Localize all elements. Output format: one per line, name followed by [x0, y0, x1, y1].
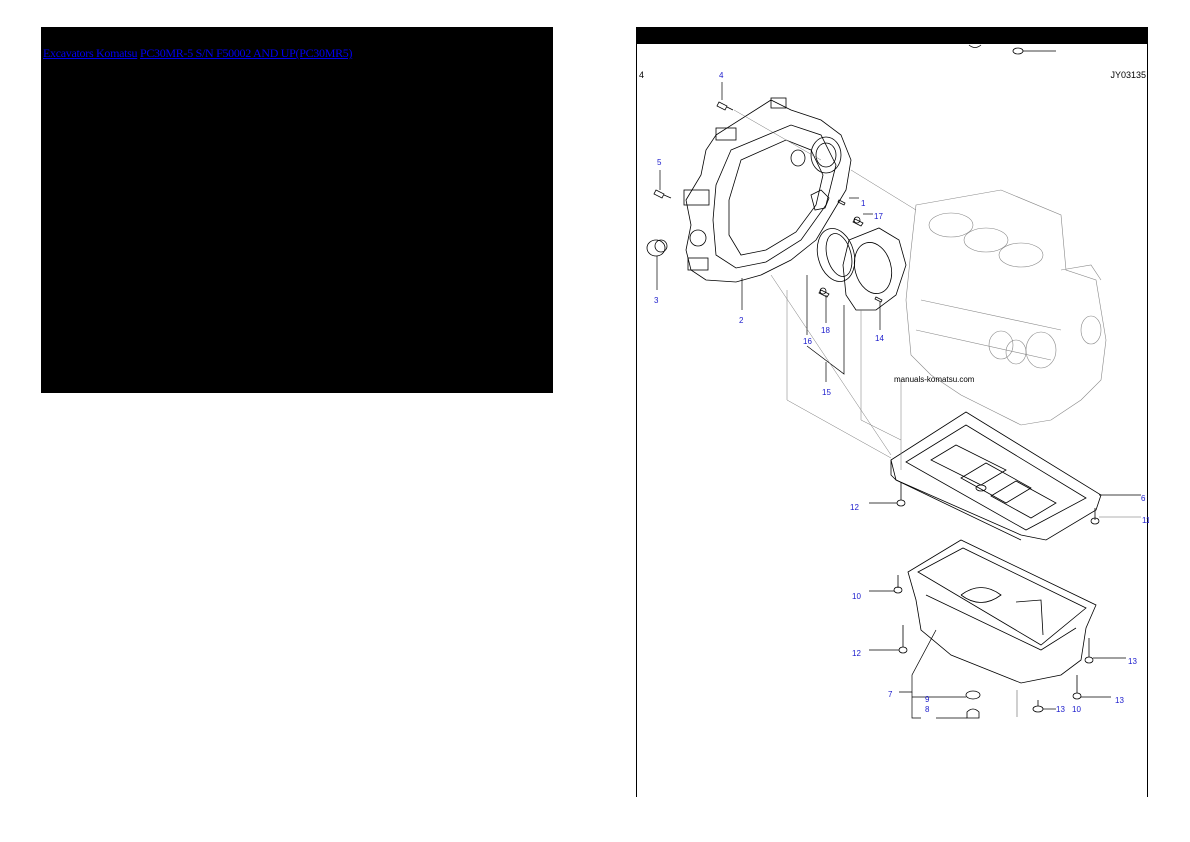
exploded-parts-diagram: 4 5 3 2 1 17 18 16 14 15 6 11 12 10 12 1… [646, 44, 1149, 719]
watermark: manuals-komatsu.com [894, 375, 975, 384]
callout-10[interactable]: 10 [1072, 705, 1081, 714]
flywheel-housing-drawing [683, 97, 852, 283]
oil-pan-lower-drawing [907, 539, 1097, 684]
callout-4[interactable]: 4 [719, 71, 724, 80]
breadcrumb-link-model[interactable]: PC30MR-5 S/N F50002 AND UP(PC30MR5) [139, 46, 353, 60]
callout-13[interactable]: 13 [1056, 705, 1065, 714]
callout-18[interactable]: 18 [821, 326, 830, 335]
callout-13[interactable]: 13 [1128, 657, 1137, 666]
callout-1[interactable]: 1 [861, 199, 866, 208]
callout-12[interactable]: 12 [852, 649, 861, 658]
callout-13[interactable]: 13 [1115, 696, 1124, 705]
callout-6[interactable]: 6 [1141, 494, 1146, 503]
breadcrumb-link-category[interactable]: Excavators Komatsu [43, 46, 138, 60]
callout-16[interactable]: 16 [803, 337, 812, 346]
callout-15[interactable]: 15 [822, 388, 831, 397]
oil-pan-upper-drawing [890, 411, 1102, 541]
cylinder-block-drawing [905, 189, 1107, 426]
callout-9[interactable]: 9 [925, 695, 930, 704]
callout-17[interactable]: 17 [874, 212, 883, 221]
diagram-header-bar [637, 27, 1147, 44]
callout-11[interactable]: 11 [1142, 516, 1149, 525]
callout-8[interactable]: 8 [925, 705, 930, 714]
bolt-icon [968, 44, 982, 48]
callout-3[interactable]: 3 [654, 296, 659, 305]
breadcrumb-panel: Excavators Komatsu PC30MR-5 S/N F50002 A… [41, 27, 553, 393]
figure-code: JY03135 [1110, 70, 1146, 80]
bolt-icon [1012, 47, 1024, 55]
parts-diagram-panel: 4 JY03135 [636, 27, 1149, 797]
page-number: 4 [639, 70, 645, 80]
callout-2[interactable]: 2 [739, 316, 744, 325]
callout-12[interactable]: 12 [850, 503, 859, 512]
callout-14[interactable]: 14 [875, 334, 884, 343]
callout-5[interactable]: 5 [657, 158, 662, 167]
callout-10[interactable]: 10 [852, 592, 861, 601]
callout-7[interactable]: 7 [888, 690, 893, 699]
breadcrumb: Excavators Komatsu PC30MR-5 S/N F50002 A… [43, 46, 352, 61]
